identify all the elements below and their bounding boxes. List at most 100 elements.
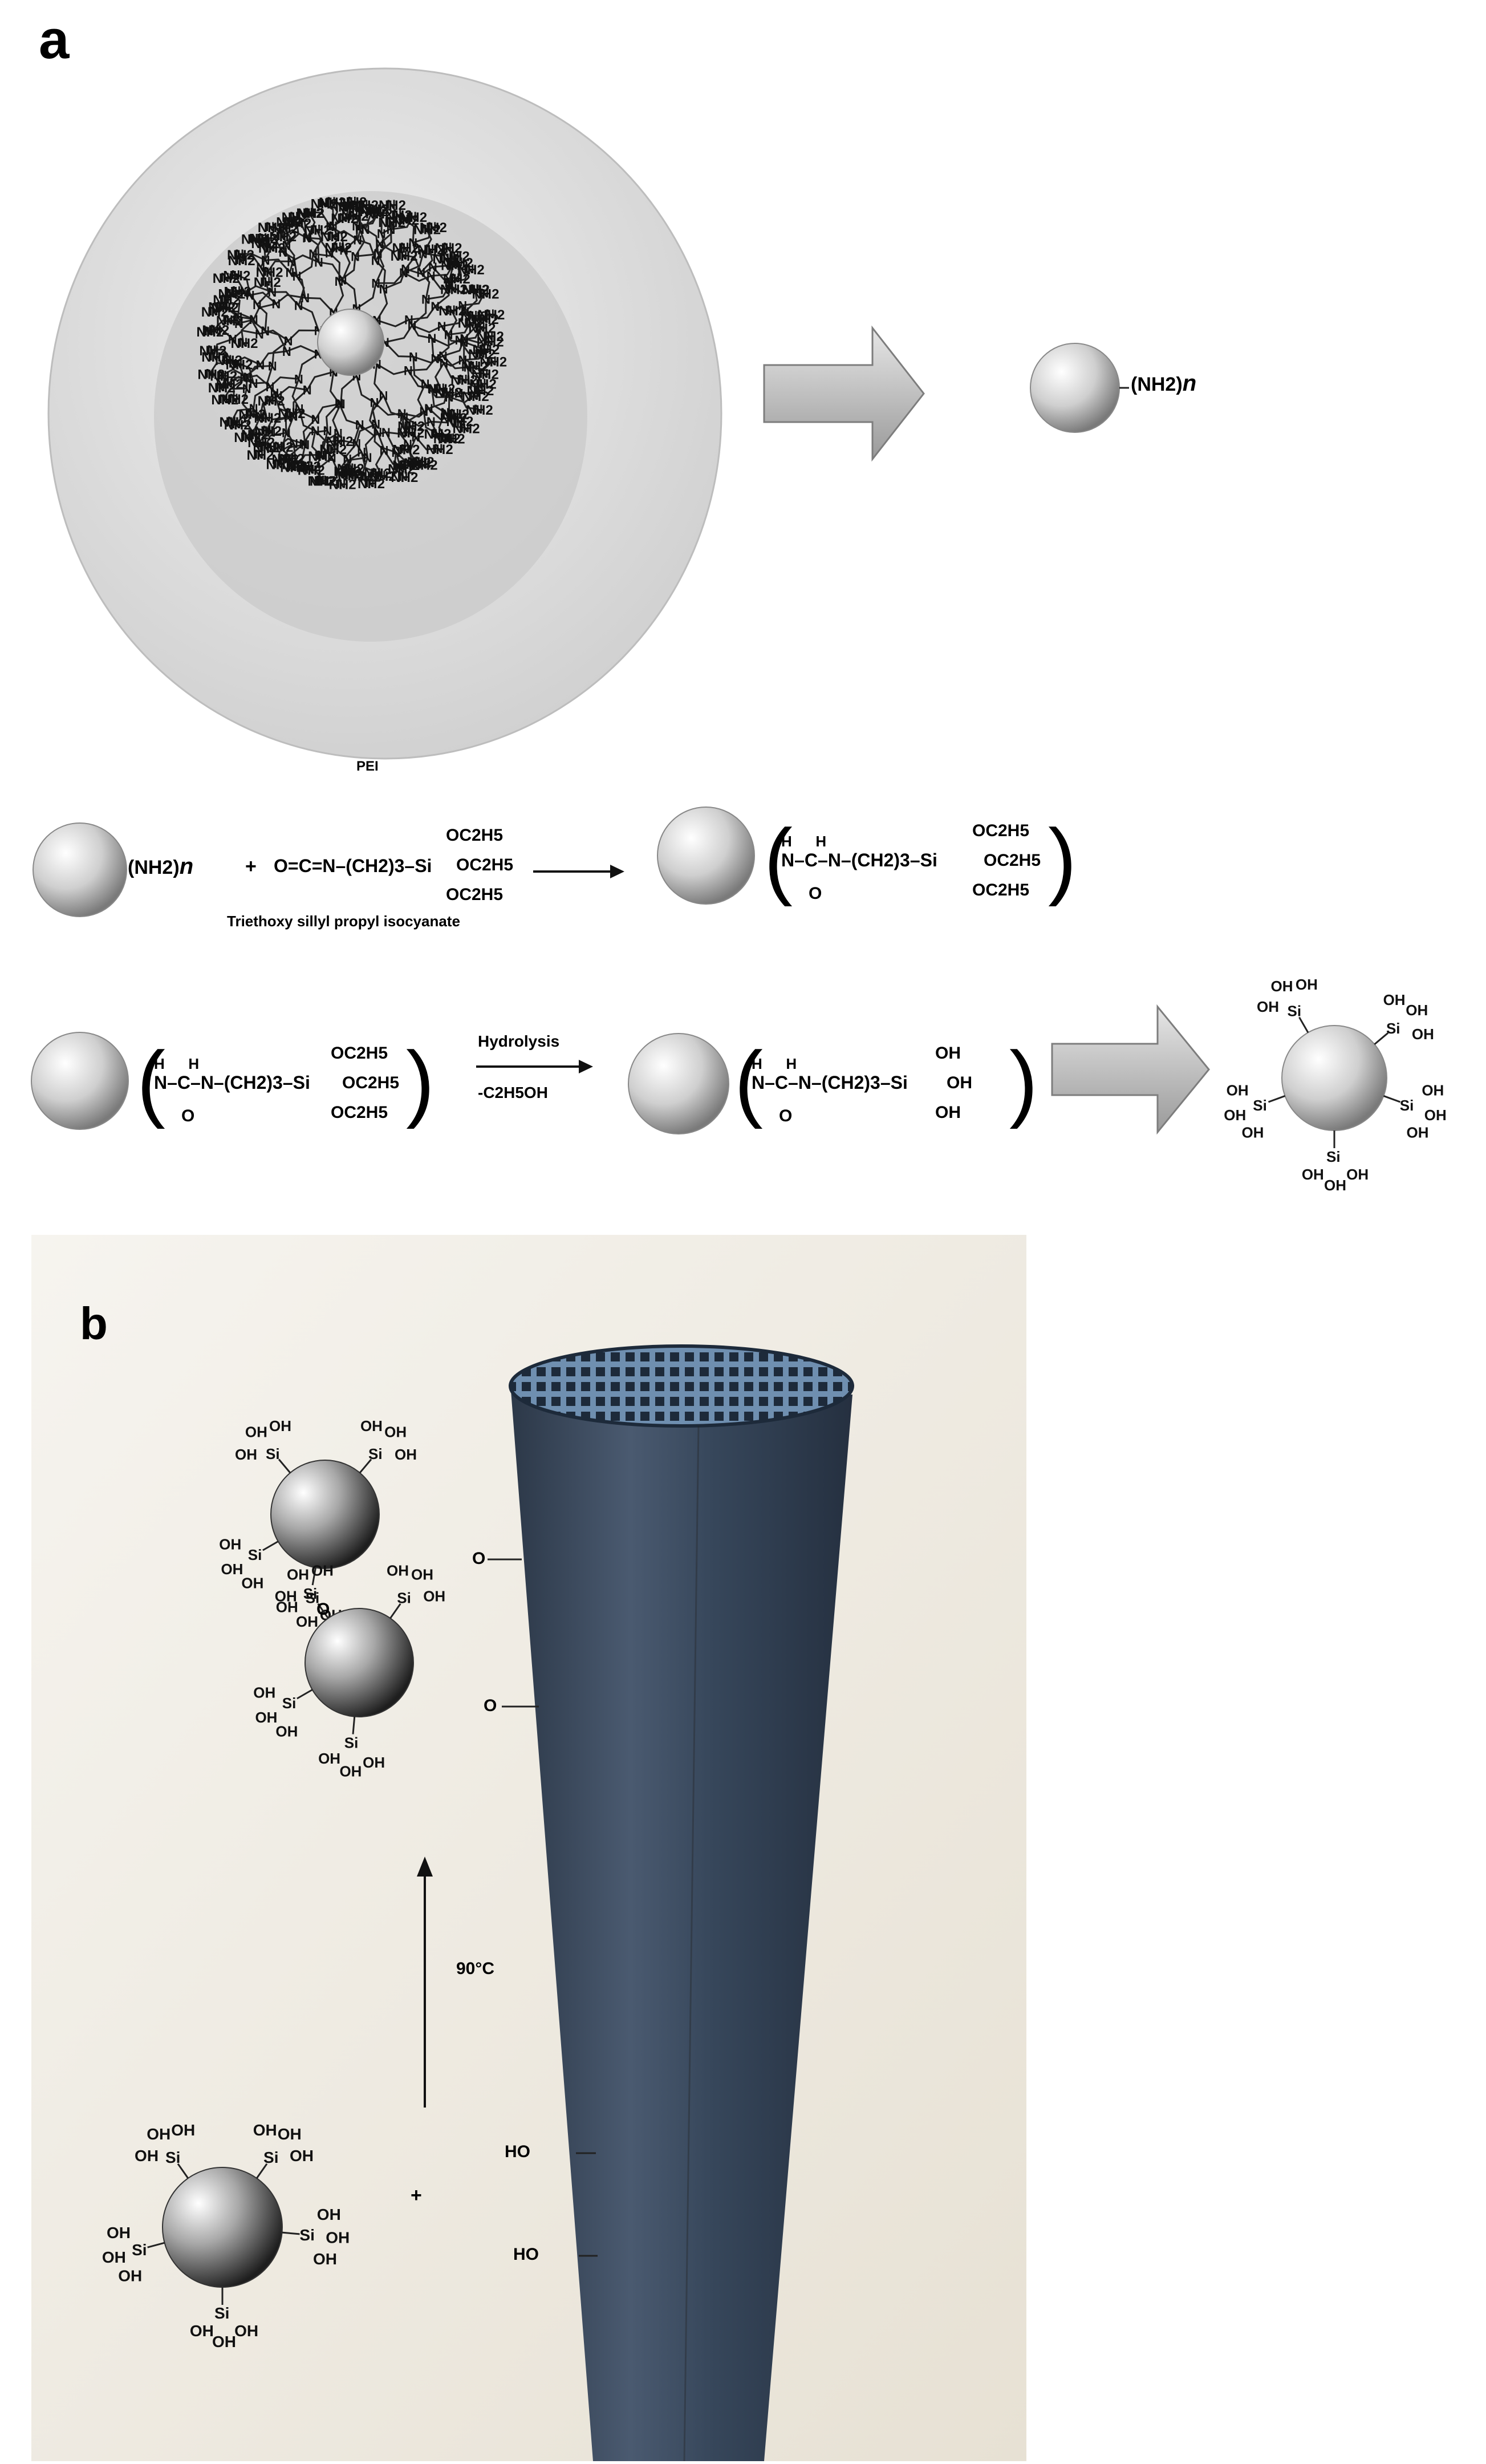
pei-bond xyxy=(423,246,448,257)
pei-bond xyxy=(362,457,371,483)
hydroxyl-group: OH xyxy=(1406,1002,1428,1019)
pei-bond xyxy=(467,367,480,391)
pei-bond xyxy=(441,311,466,327)
pei-bond xyxy=(415,436,439,451)
pei-bond xyxy=(270,399,289,418)
nh2-group-label: NH2 xyxy=(388,461,415,477)
nitrogen-atom: N xyxy=(249,427,258,441)
nh2-group-label: NH2 xyxy=(443,271,470,287)
nh2-group-label: NH2 xyxy=(258,241,286,256)
nitrogen-atom: N xyxy=(439,356,448,370)
silicon-atom: Si xyxy=(306,1589,320,1606)
hydroxyl-group: OH xyxy=(1271,978,1293,995)
amine-group-label-2: (NH2)n xyxy=(128,854,194,879)
nitrogen-atom: N xyxy=(441,431,450,445)
pei-bond xyxy=(375,253,385,283)
nitrogen-atom: N xyxy=(339,210,348,225)
nitrogen-atom: N xyxy=(411,430,420,444)
nh2-group-label: NH2 xyxy=(432,252,460,267)
nitrogen-atom: N xyxy=(243,370,252,384)
oc2h5-right-3: OC2H5 xyxy=(342,1073,400,1092)
nh2-group-label: NH2 xyxy=(472,287,499,302)
nh2-group-label: NH2 xyxy=(446,414,473,429)
silicon-atom: Si xyxy=(303,1585,318,1602)
hydroxyl-group: OH xyxy=(107,2224,131,2242)
nitrogen-atom: N xyxy=(271,297,281,311)
honeycomb-face xyxy=(509,1344,854,1428)
nitrogen-atom: N xyxy=(311,424,320,438)
nitrogen-atom: N xyxy=(301,291,310,305)
pei-bond xyxy=(246,364,261,389)
pei-bond xyxy=(407,370,432,390)
pei-bond xyxy=(315,403,342,420)
nh2-group-label: NH2 xyxy=(385,208,412,224)
nh2-group-label: NH2 xyxy=(392,241,420,256)
pei-bond xyxy=(266,365,275,394)
nitrogen-atom: N xyxy=(386,214,395,229)
hydroxyl-group: OH xyxy=(296,1613,318,1630)
pei-bond xyxy=(371,209,383,234)
pei-bond xyxy=(383,269,407,290)
hydroxyl-group: OH xyxy=(411,1566,433,1583)
nh2-group-label: NH2 xyxy=(201,305,229,320)
nitrogen-atom: N xyxy=(294,458,303,472)
nitrogen-atom: N xyxy=(221,292,230,306)
nitrogen-atom: N xyxy=(207,343,216,357)
temperature-label: 90°C xyxy=(456,1959,495,1978)
nitrogen-atom: N xyxy=(246,288,255,302)
nitrogen-atom: N xyxy=(249,313,258,327)
oc2h5-top-2: OC2H5 xyxy=(972,821,1030,840)
nitrogen-atom: N xyxy=(403,437,412,451)
nitrogen-atom: N xyxy=(450,406,459,420)
nitrogen-atom: N xyxy=(446,303,456,317)
nh2-group-label: NH2 xyxy=(320,229,348,245)
pei-bond xyxy=(401,407,429,418)
hydroxyl-group: OH xyxy=(317,2206,341,2223)
nh2-group-label: NH2 xyxy=(354,470,381,485)
silicon-atom: Si xyxy=(397,1589,411,1606)
nh2-group-label: NH2 xyxy=(424,427,451,442)
nh2-group-label: NH2 xyxy=(280,460,307,476)
nitrogen-atom: N xyxy=(266,240,275,254)
pei-bond xyxy=(285,408,300,433)
nitrogen-atom: N xyxy=(261,440,270,454)
nitrogen-atom: N xyxy=(234,317,243,331)
nitrogen-atom: N xyxy=(287,254,296,269)
nitrogen-atom: N xyxy=(285,451,294,465)
silicon-atom: Si xyxy=(1253,1097,1267,1114)
nitrogen-atom: N xyxy=(302,231,311,245)
nh2-group-label: NH2 xyxy=(254,424,282,439)
process-arrow-2 xyxy=(1051,1004,1210,1135)
nitrogen-atom: N xyxy=(458,298,467,313)
nitrogen-atom: N xyxy=(284,334,293,348)
nitrogen-atom: N xyxy=(238,335,247,350)
pei-bond xyxy=(291,254,319,264)
silicon-atom: Si xyxy=(1326,1148,1341,1165)
product-bracket-close-1: ) xyxy=(1048,811,1077,907)
pei-bond xyxy=(393,452,404,477)
pei-bond xyxy=(289,271,306,298)
ethanol-label: -C2H5OH xyxy=(478,1084,548,1101)
nh2-group-label: NH2 xyxy=(216,313,243,329)
pei-bond xyxy=(265,258,291,273)
pei-bond xyxy=(209,362,233,374)
nitrogen-atom: N xyxy=(236,253,245,267)
pei-bond xyxy=(359,424,387,436)
nh2-group-label: NH2 xyxy=(212,301,239,316)
hydroxyl-group: OH xyxy=(147,2125,170,2143)
nh2-group-label: NH2 xyxy=(224,284,251,299)
nitrogen-atom: N xyxy=(369,201,378,216)
nitrogen-atom: N xyxy=(353,233,362,247)
nitrogen-atom: N xyxy=(343,198,352,213)
silicon-atom: Si xyxy=(165,2149,180,2166)
nitrogen-atom: N xyxy=(474,383,484,397)
pei-bond xyxy=(423,411,437,434)
nitrogen-atom: N xyxy=(233,310,242,324)
nitrogen-atom: N xyxy=(306,462,315,476)
oc2h5-right-1: OC2H5 xyxy=(456,856,514,874)
pei-bond xyxy=(213,306,239,318)
oh-right: OH xyxy=(947,1073,972,1092)
nh2-group-label: NH2 xyxy=(477,334,504,350)
